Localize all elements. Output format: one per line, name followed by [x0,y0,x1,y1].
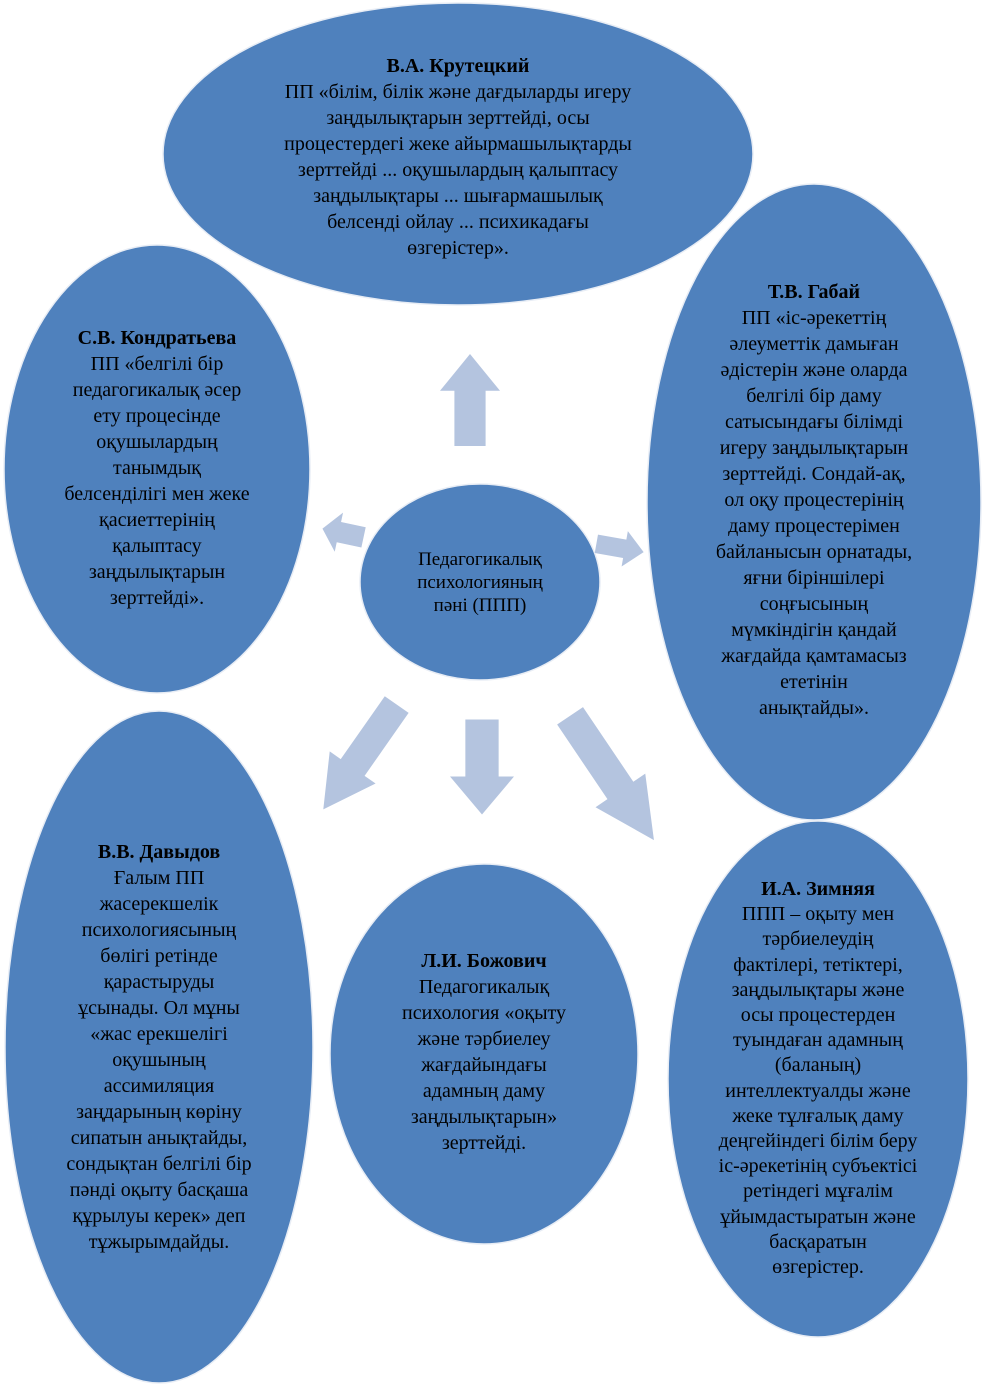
definition-line: қасиеттерінің [99,509,215,531]
center-label-line: Педагогикалық [418,549,542,570]
definition-line: жағдайда қамтамасыз [721,645,907,667]
center-label-line: пәні (ППП) [433,595,527,616]
definition-line: және тәрбиелеу [417,1028,551,1050]
arrow-down-right-icon [557,707,654,841]
definition-line: туындаған адамның [733,1029,903,1052]
definition-line: жағдайындағы [421,1054,547,1076]
author-name: И.А. Зимняя [761,878,875,900]
definition-line: педагогикалық әсер [72,379,242,401]
definition-line: ПП «білім, білік және дағдыларды игеру [284,81,632,103]
definition-line: зерттейді ... оқушылардың қалыптасу [297,159,619,181]
definition-line: әдістерін және оларда [720,359,908,381]
definition-line: байланысын орнатады, [715,541,913,563]
arrow-down-icon [450,719,514,815]
definition-line: өзгерістер». [407,237,509,259]
definition-line: тәрбиелеудің [762,928,874,951]
definition-line: анықтайды». [759,697,869,719]
definition-line: ол оқу процестерінің [724,489,904,511]
definition-line: даму процестерімен [728,515,900,537]
definition-line: заңдылықтары ... шығармашылық [313,185,603,207]
definition-line: жеке тұлғалық даму [732,1104,904,1127]
definition-line: тұжырымдайды. [88,1231,230,1253]
ellipse-left-kondratyeva [3,244,311,694]
definition-line: интеллектуалды және [725,1079,911,1102]
definition-line: ПП «іс-әрекеттің [741,307,887,329]
definition-line: белсенділігі мен жеке [64,483,250,505]
ellipse-right-gabay [646,183,982,821]
definition-line: ететінін [780,671,848,693]
text-right-gabay: Т.В. Габай ПП «іс-әрекеттің әлеуметтік дам… [716,279,912,721]
definition-line: қалыптасу [112,535,202,557]
definition-line: заңдылықтарын [88,561,226,583]
definition-line: «жас ерекшелігі [90,1023,228,1045]
definition-line: мүмкіндігін қандай [731,619,897,641]
definition-line: оқушының [112,1049,206,1071]
ellipse-bottom-right-zimnyaya [667,820,969,1338]
ellipse-center-subject [359,483,601,681]
definition-line: құрылуы керек» деп [72,1205,246,1227]
author-name: С.В. Кондратьева [77,327,237,349]
author-name: В.В. Давыдов [97,841,221,863]
author-name: Т.В. Габай [767,281,861,303]
arrow-up-icon [440,354,500,446]
author-name: Л.И. Божович [421,950,547,972]
definition-line: өзгерістер. [772,1256,864,1279]
definition-line: ППП – оқыту мен [741,903,895,926]
definition-line: сондықтан белгілі бір [66,1153,252,1175]
definition-line: жасерекшелік [99,893,219,915]
ellipse-bottom-center-bozhovich [329,863,639,1245]
definition-line: яғни біріншілері [743,567,885,589]
definition-line: зерттейді». [109,587,205,609]
definition-line: процестердегі жеке айырмашылықтарды [284,133,632,155]
ellipse-bottom-left-davydov [4,710,314,1384]
definition-line: белгілі бір даму [746,385,882,407]
definition-line: фактілері, тетіктері, [733,953,903,976]
definition-line: Педагогикалық [418,976,550,998]
arrow-right-icon [594,531,644,567]
definition-line: бөлігі ретінде [100,945,218,967]
ellipse-top-krutetsky [162,2,754,306]
definition-line: Ғалым ПП [113,867,205,889]
definition-line: ұсынады. Ол мұны [78,997,240,1019]
definition-line: сатысындағы білімді [724,411,904,433]
definition-line: әлеуметтік дамыған [729,333,899,355]
definition-line: оқушылардың [96,431,218,453]
center-label-line: психологияның [417,572,543,593]
definition-line: заңдылықтарын зерттейді, осы [326,107,590,129]
definition-line: қарастыруды [103,971,215,993]
definition-line: ассимиляция [103,1075,215,1097]
definition-line: адамның даму [422,1080,546,1102]
definition-line: ету процесінде [93,405,221,427]
definition-line: соңғысының [759,593,869,615]
definition-line: танымдық [112,457,201,479]
definition-line: басқаратын [769,1230,867,1253]
author-name: В.А. Крутецкий [386,55,530,77]
definition-line: ПП «белгілі бір [90,353,224,375]
definition-line: заңдарының көріну [76,1101,242,1123]
definition-line: заңдылықтарын» [410,1106,558,1128]
definition-line: (баланың) [774,1054,862,1077]
definition-line: белсенді ойлау ... психикадағы [327,211,589,233]
definition-line: заңдылықтары және [731,978,905,1001]
definition-line: ретіндегі мұғалім [743,1180,893,1203]
definition-line: психологиясының [81,919,237,941]
definition-line: сипатын анықтайды, [70,1127,248,1149]
definition-line: игеру заңдылықтарын [719,437,909,459]
definition-line: осы процестерден [740,1004,896,1027]
definition-line: зерттейді. Сондай-ақ, [722,463,906,485]
definition-line: деңгейіндегі білім беру [718,1130,918,1153]
definition-line: зерттейді. [441,1132,527,1154]
text-top-krutetsky: В.А. Крутецкий ПП «білім, білік және дағд… [284,53,632,261]
definition-line: психология «оқыту [402,1002,566,1024]
text-left-kondratyeva: С.В. Кондратьева ПП «белгілі бір педагогик… [64,325,249,611]
definition-line: іс-әрекетінің субъектісі [718,1155,918,1178]
definition-line: ұйымдастыратын және [720,1205,916,1228]
arrow-left-icon [322,512,366,552]
arrow-down-left-icon [323,696,409,810]
definition-line: пәнді оқыту басқаша [69,1179,249,1201]
